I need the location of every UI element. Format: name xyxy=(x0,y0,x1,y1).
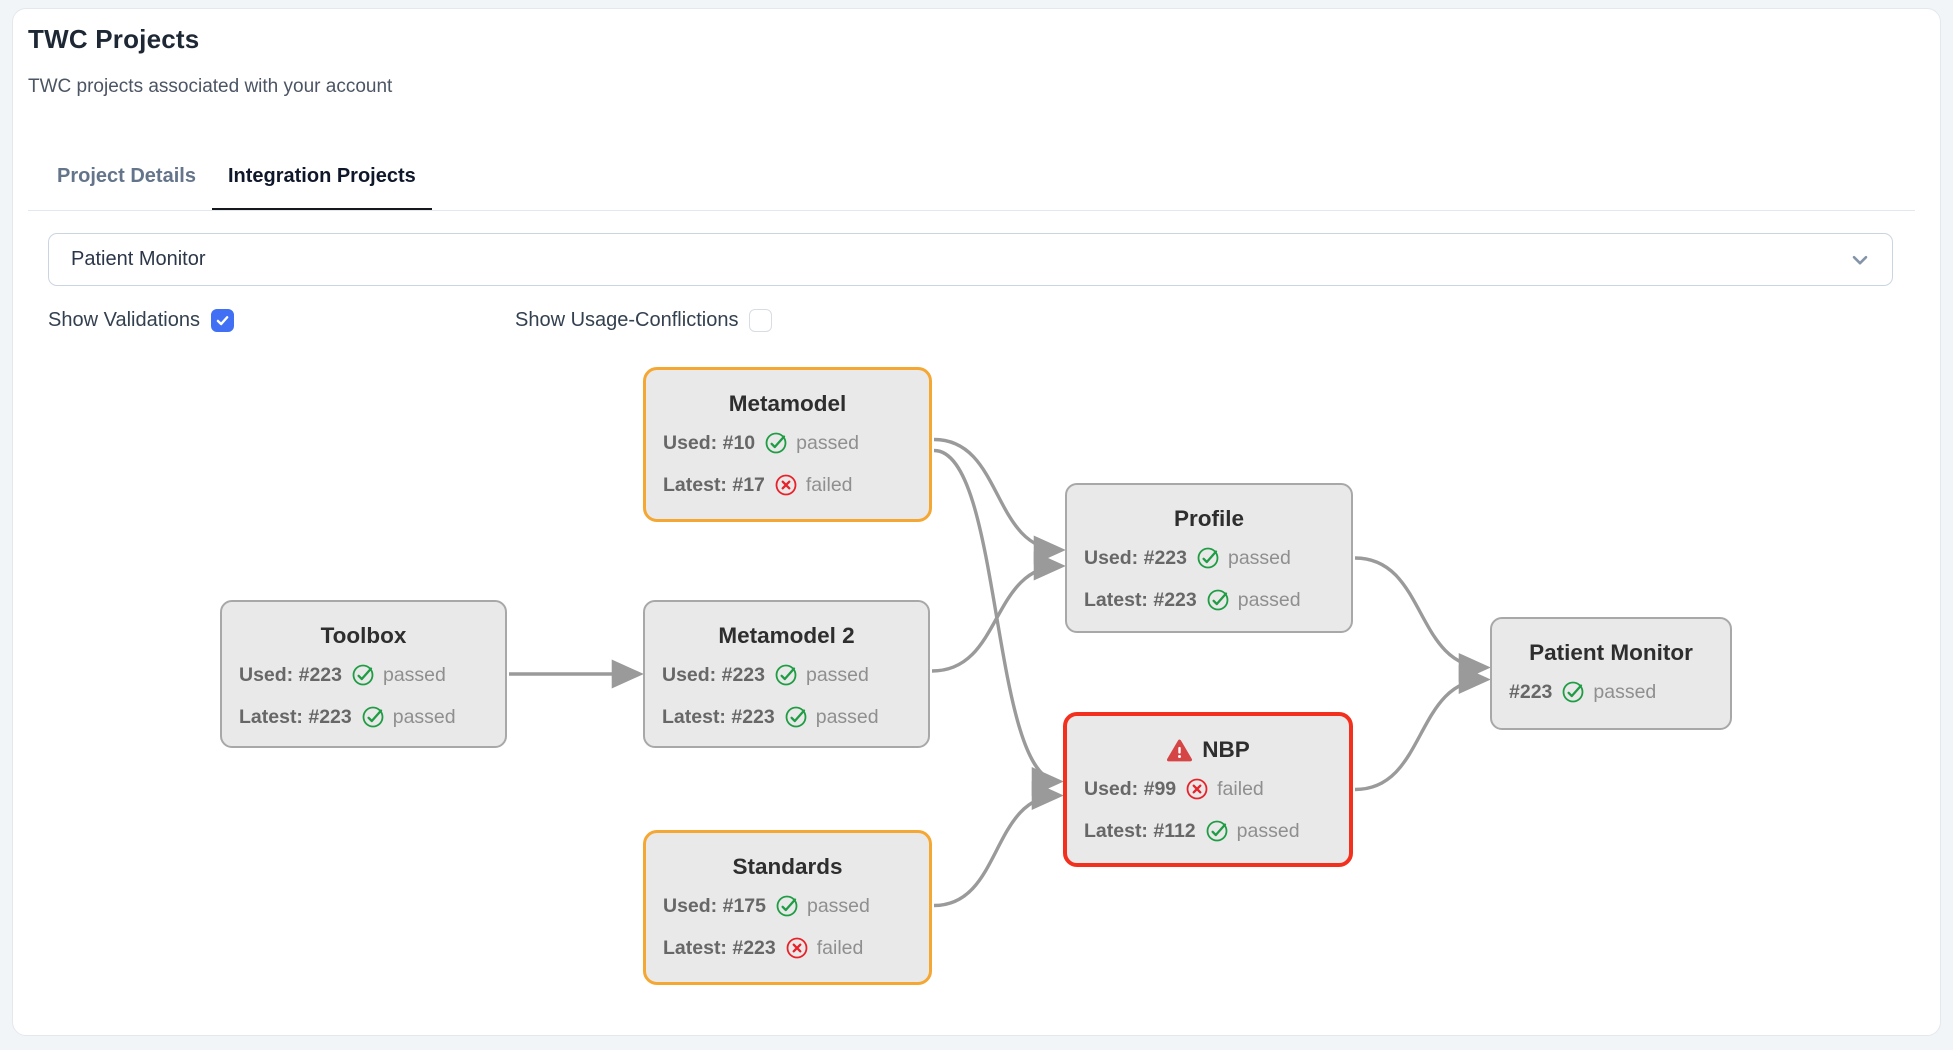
node-title: Profile xyxy=(1173,506,1245,531)
tab-project-details[interactable]: Project Details xyxy=(41,164,212,210)
check-circle-icon xyxy=(1562,681,1584,703)
node-title: Patient Monitor xyxy=(1529,640,1693,665)
show-usage-conflictions-toggle: Show Usage-Conflictions xyxy=(515,305,773,335)
checkmark-icon xyxy=(216,315,229,325)
tab-label: Project Details xyxy=(57,165,196,187)
chevron-down-icon xyxy=(1852,255,1868,264)
show-validations-checkbox[interactable] xyxy=(210,308,234,332)
tab-bar: Project Details Integration Projects xyxy=(41,164,432,210)
node-title: Toolbox xyxy=(320,623,407,648)
show-validations-toggle: Show Validations xyxy=(48,305,234,335)
check-circle-icon xyxy=(352,664,374,686)
check-circle-icon xyxy=(765,432,787,454)
check-circle-icon xyxy=(1206,820,1228,842)
show-usage-conflictions-label: Show Usage-Conflictions xyxy=(515,308,739,331)
project-select-value: Patient Monitor xyxy=(71,248,206,270)
page-title: TWC Projects xyxy=(28,24,200,54)
x-circle-icon xyxy=(1186,778,1208,800)
node-title: Metamodel 2 xyxy=(718,623,855,648)
check-circle-icon xyxy=(776,895,798,917)
show-usage-conflictions-checkbox[interactable] xyxy=(749,308,773,332)
tab-integration-projects[interactable]: Integration Projects xyxy=(211,164,432,210)
node-title: NBP xyxy=(1067,716,1349,768)
project-select[interactable]: Patient Monitor xyxy=(48,233,1893,286)
page-subtitle: TWC projects associated with your accoun… xyxy=(28,76,393,97)
projects-card xyxy=(12,8,1941,1036)
check-circle-icon xyxy=(785,706,807,728)
tab-divider xyxy=(28,210,1915,211)
check-circle-icon xyxy=(362,706,384,728)
warning-triangle-icon xyxy=(1167,739,1193,761)
node-title: Standards xyxy=(732,854,843,879)
check-circle-icon xyxy=(1197,547,1219,569)
node-title: Metamodel xyxy=(728,391,847,416)
x-circle-icon xyxy=(775,474,797,496)
tab-label: Integration Projects xyxy=(227,165,416,187)
check-circle-icon xyxy=(1207,589,1229,611)
check-circle-icon xyxy=(775,664,797,686)
show-validations-label: Show Validations xyxy=(48,308,200,331)
x-circle-icon xyxy=(786,937,808,959)
